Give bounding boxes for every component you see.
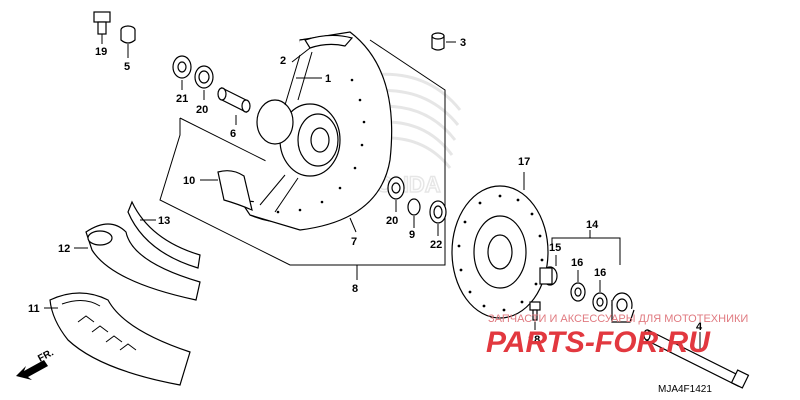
label-15: 15: [549, 242, 561, 254]
bracket-8: [159, 39, 446, 266]
rim-band-10[interactable]: [217, 170, 253, 212]
diagram-code: MJA4F1421: [658, 384, 712, 395]
tire-11[interactable]: [49, 292, 191, 386]
dust-seal-22[interactable]: [429, 200, 447, 224]
oil-seal-16-right[interactable]: [592, 292, 608, 312]
bearing-20-right[interactable]: [387, 176, 405, 200]
label-20-left: 20: [196, 104, 208, 116]
label-21: 21: [176, 93, 188, 105]
bolt-19[interactable]: [93, 11, 111, 35]
label-22: 22: [430, 239, 442, 251]
label-11: 11: [28, 303, 40, 315]
collar-5[interactable]: [120, 25, 136, 44]
parts-for-watermark: ЗАПЧАСТИ И АКСЕССУАРЫ ДЛЯ МОТОТЕХНИКИ PA…: [486, 313, 748, 359]
label-18: 18: [528, 334, 540, 346]
label-4: 4: [696, 321, 703, 333]
dust-seal-20-left[interactable]: [194, 65, 214, 89]
label-12: 12: [58, 243, 70, 255]
speedo-gearbox[interactable]: [611, 292, 635, 323]
rim-strip-13[interactable]: [127, 200, 201, 269]
direction-label: FR.: [36, 347, 56, 364]
label-13: 13: [158, 215, 170, 227]
label-17: 17: [518, 156, 530, 168]
label-9: 9: [409, 229, 415, 241]
label-16-left: 16: [571, 257, 583, 269]
inner-tube-12[interactable]: [85, 223, 201, 301]
brake-disc-17[interactable]: [451, 185, 549, 319]
label-14: 14: [586, 219, 599, 231]
bearing-21[interactable]: [172, 55, 192, 79]
label-7: 7: [351, 236, 357, 248]
bracket-14: [551, 237, 621, 265]
front-axle-4[interactable]: [643, 329, 750, 389]
watermark-logo: PARTS-FOR.RU: [486, 326, 711, 359]
label-8: 8: [352, 283, 358, 295]
label-20-right: 20: [386, 215, 398, 227]
label-3: 3: [460, 37, 466, 49]
watermark-tagline: ЗАПЧАСТИ И АКСЕССУАРЫ ДЛЯ МОТОТЕХНИКИ: [488, 313, 748, 325]
label-10: 10: [183, 175, 195, 187]
cast-wheel-7[interactable]: [238, 31, 393, 231]
balance-weight-2[interactable]: [304, 34, 354, 49]
label-5: 5: [124, 61, 130, 73]
oil-seal-16-left[interactable]: [570, 282, 586, 302]
label-2: 2: [280, 55, 286, 67]
label-16-right: 16: [594, 267, 606, 279]
valve-cap-3[interactable]: [431, 32, 445, 51]
front-direction-arrow-icon: FR.: [16, 347, 56, 380]
spacer-6[interactable]: [217, 87, 251, 113]
circlip-9[interactable]: [407, 198, 421, 216]
label-19: 19: [95, 46, 107, 58]
speedo-gear-15[interactable]: [539, 266, 558, 286]
label-1: 1: [325, 73, 331, 85]
label-6: 6: [230, 128, 236, 140]
